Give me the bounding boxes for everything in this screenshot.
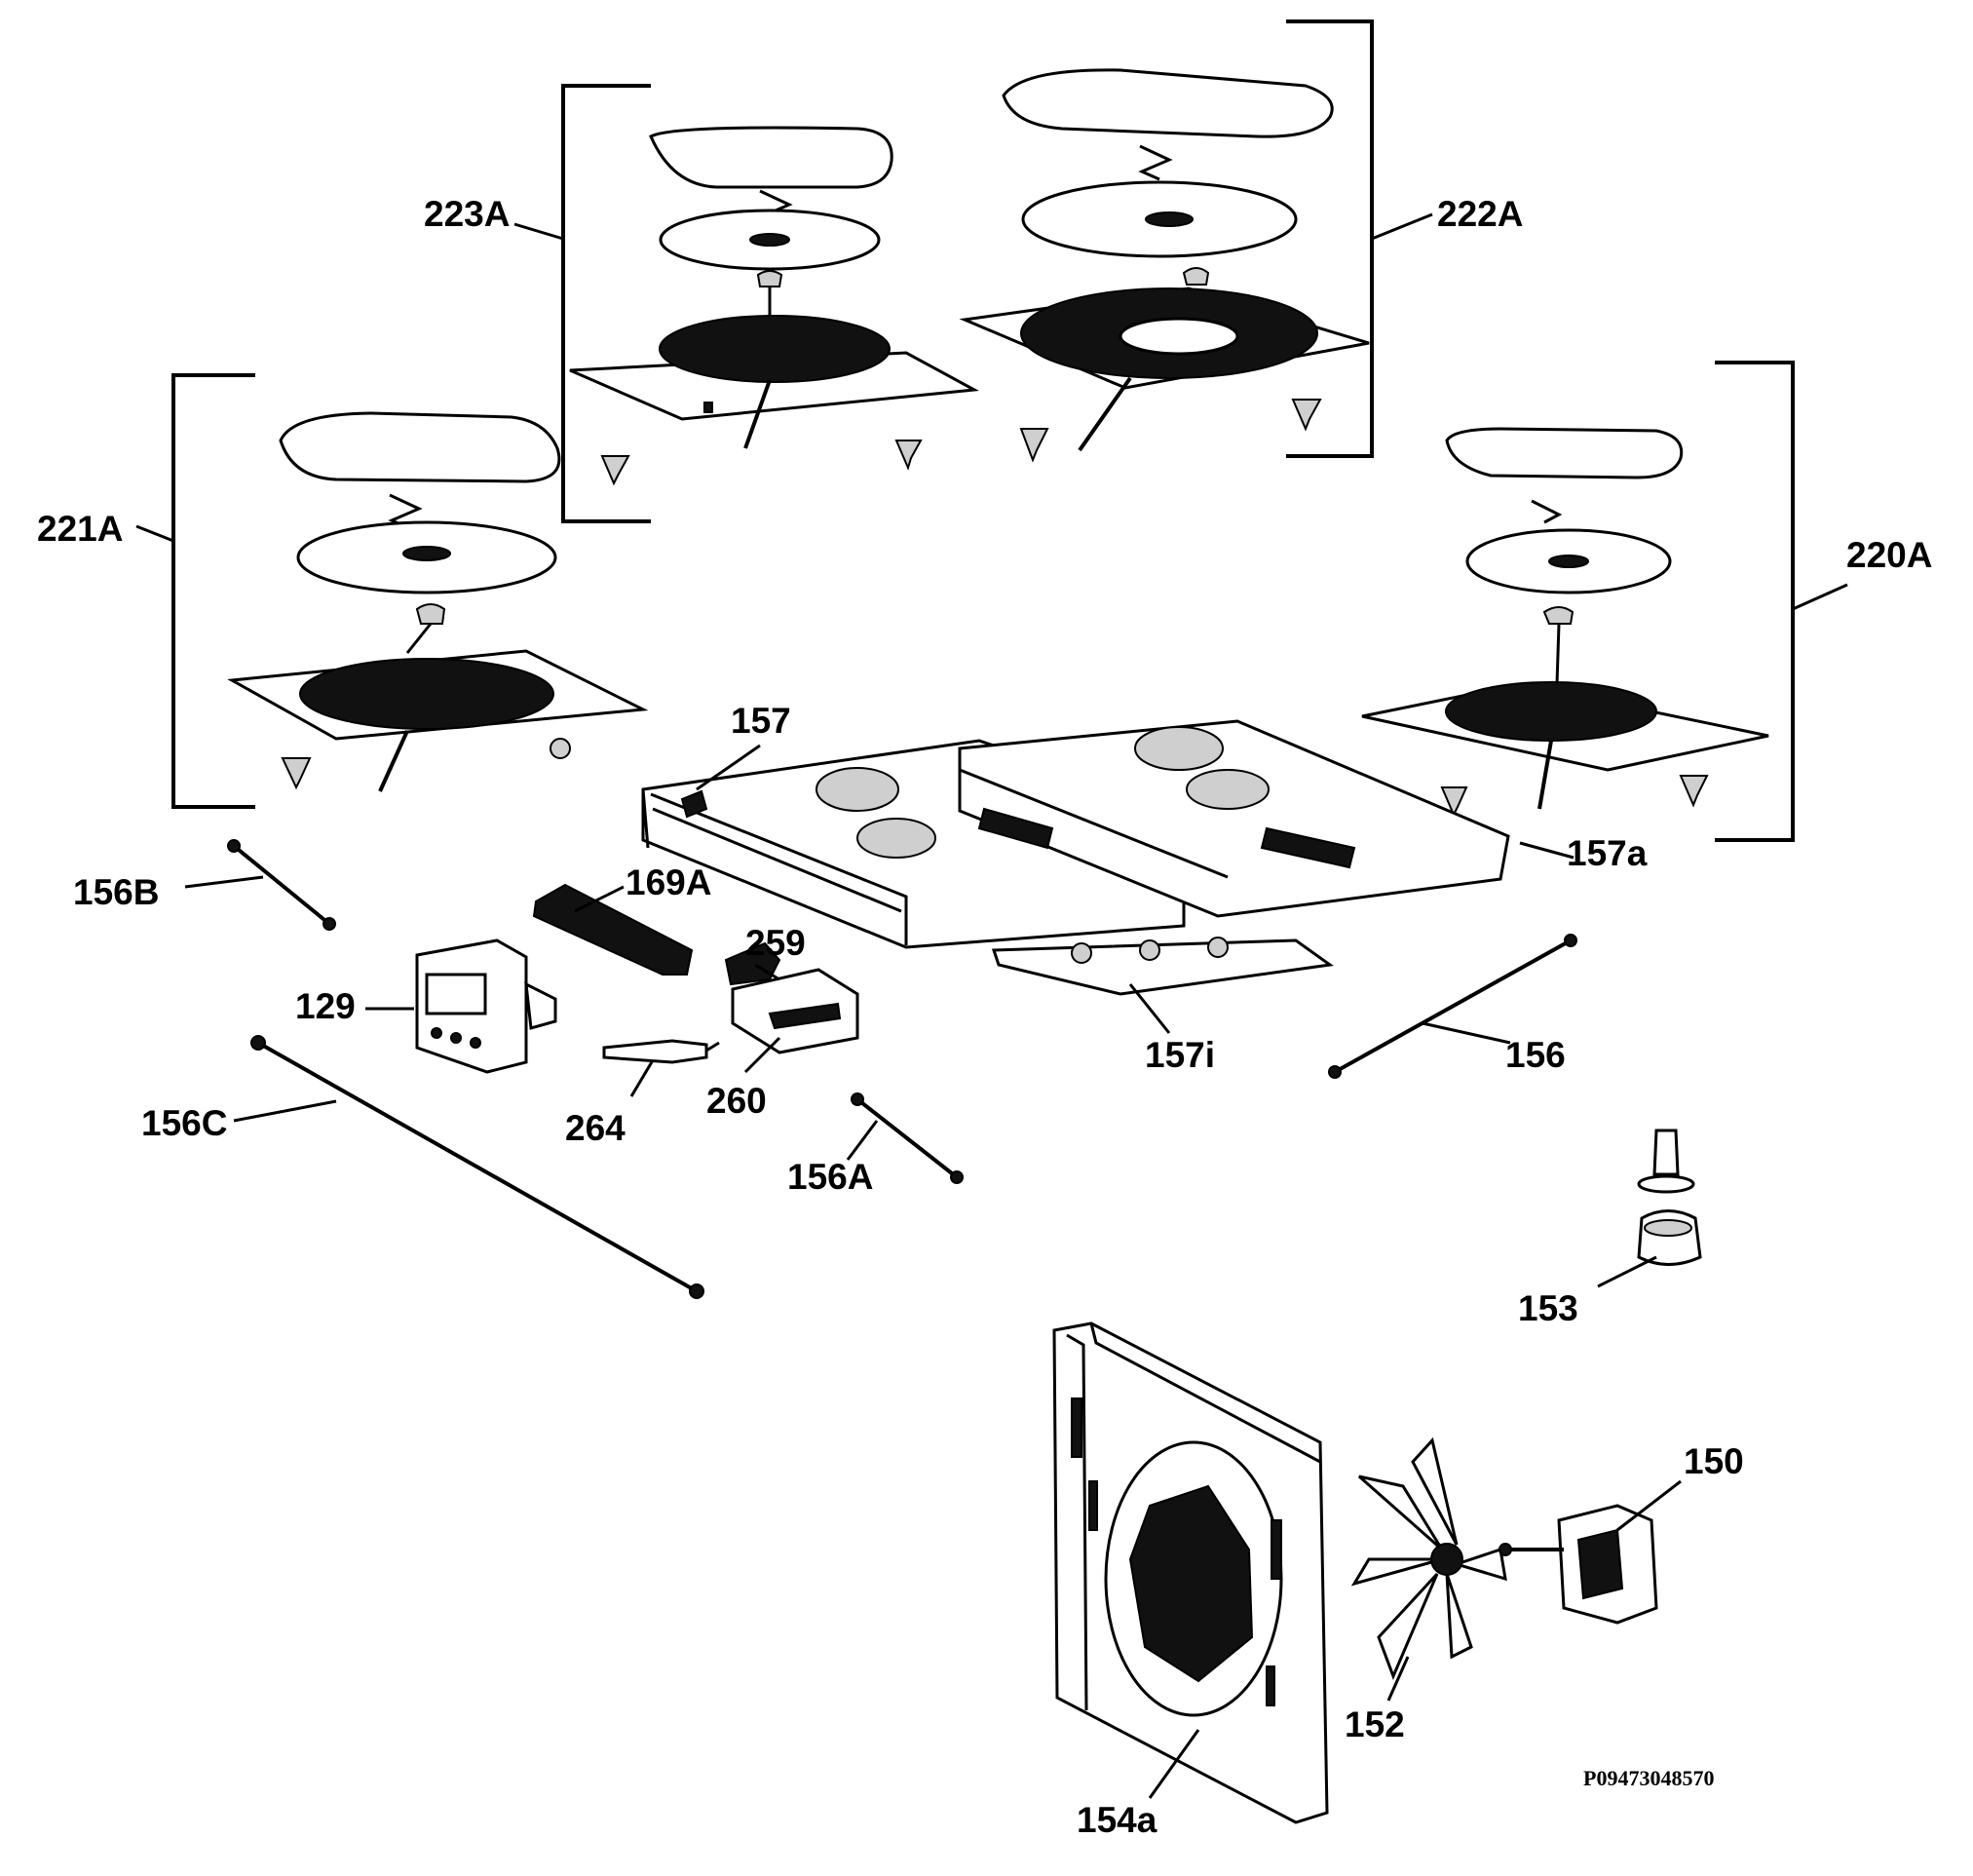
lamp-153 <box>1637 1129 1702 1266</box>
callout-264: 264 <box>565 1108 626 1148</box>
leader-lines <box>135 212 1848 1799</box>
callout-220a: 220A <box>1846 535 1932 575</box>
hob-zone-assembly-223a <box>561 84 979 523</box>
callout-169a: 169A <box>626 862 711 902</box>
callout-157: 157 <box>731 701 791 741</box>
callout-156a: 156A <box>787 1157 873 1197</box>
rod-156b <box>227 839 336 931</box>
callout-150: 150 <box>1684 1441 1744 1481</box>
hob-zone-assembly-220a <box>1361 361 1795 842</box>
hob-zone-assembly-221a <box>171 373 649 809</box>
callout-154a: 154a <box>1077 1800 1157 1840</box>
callout-156c: 156C <box>141 1103 227 1143</box>
callout-260: 260 <box>706 1081 767 1121</box>
relay-260 <box>731 968 859 1054</box>
switch-259 <box>724 941 781 986</box>
callout-156b: 156B <box>73 872 159 912</box>
rod-156c <box>250 1035 704 1299</box>
timer-module-129 <box>415 938 557 1074</box>
connector-169a <box>532 883 694 976</box>
rod-156 <box>1328 934 1577 1079</box>
callout-157i: 157i <box>1145 1035 1215 1075</box>
callout-153: 153 <box>1518 1288 1578 1328</box>
callout-156: 156 <box>1505 1035 1566 1075</box>
callout-223a: 223A <box>424 194 510 234</box>
callout-259: 259 <box>745 923 806 963</box>
fan-152 <box>1350 1436 1507 1681</box>
document-number: P09473048570 <box>1583 1766 1714 1790</box>
hob-frame-157 <box>641 719 1510 949</box>
back-panel-154a <box>1052 1321 1329 1824</box>
rod-156a <box>851 1092 964 1184</box>
callout-157a: 157a <box>1567 833 1648 873</box>
bracket-157i <box>991 937 1334 996</box>
callout-129: 129 <box>295 986 356 1026</box>
sensor-264 <box>602 1039 720 1064</box>
callout-152: 152 <box>1345 1704 1405 1744</box>
hob-zone-assembly-222a <box>959 19 1374 463</box>
motor-150 <box>1499 1504 1658 1625</box>
callout-221a: 221A <box>37 509 123 549</box>
callout-222a: 222A <box>1437 194 1523 234</box>
